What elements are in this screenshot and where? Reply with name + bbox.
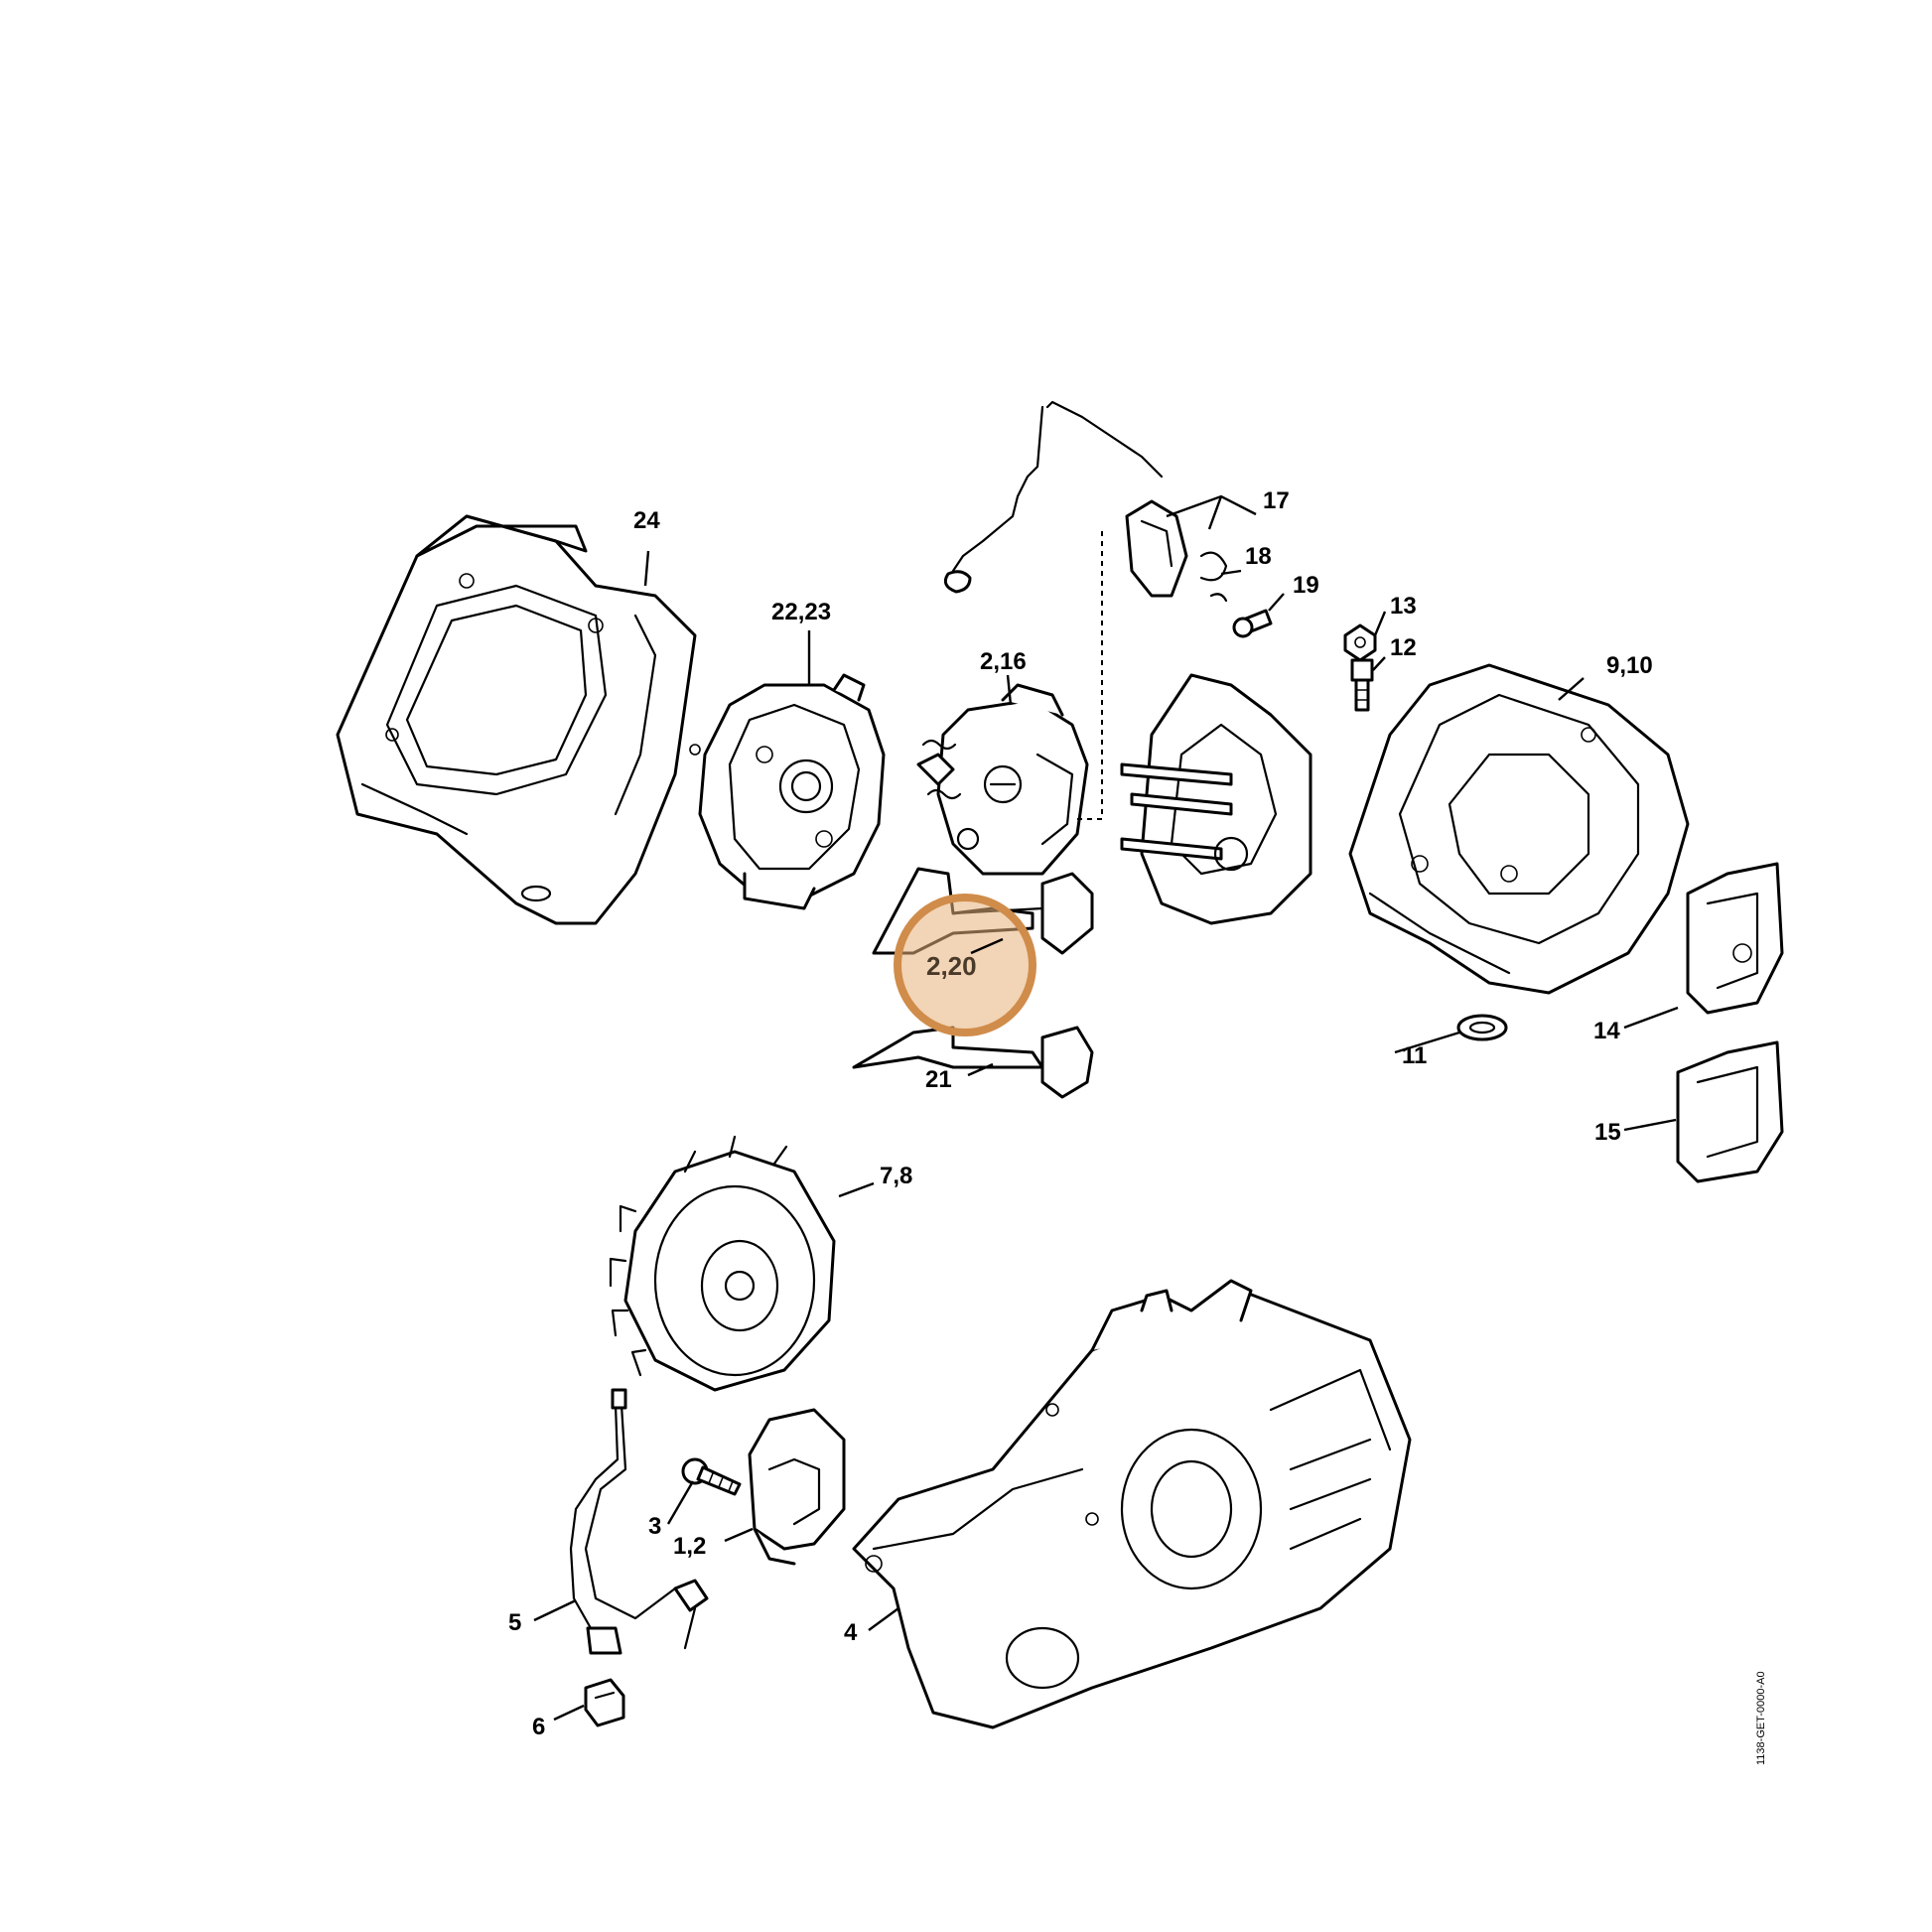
part-21-choke-shaft[interactable] [852,1026,1094,1099]
part-6-connector[interactable] [584,1678,625,1727]
alignment-dashed-line [1077,531,1103,820]
callout-4[interactable]: 4 [844,1619,858,1646]
part-7-8-flywheel[interactable] [609,1135,836,1392]
part-2-16-carburetor[interactable] [916,683,1089,876]
part-15-side-cover[interactable] [1676,1040,1784,1183]
callout-2-20-highlighted[interactable]: 2,20 [926,951,977,981]
callout-12[interactable]: 12 [1390,634,1417,661]
callout-15[interactable]: 15 [1594,1119,1621,1146]
callout-18[interactable]: 18 [1245,543,1272,570]
callout-3[interactable]: 3 [648,1513,661,1540]
callout-14[interactable]: 14 [1593,1018,1620,1044]
part-12-stud[interactable] [1350,658,1374,712]
callout-19[interactable]: 19 [1293,572,1319,599]
callout-5[interactable]: 5 [508,1609,521,1636]
part-14-side-cover[interactable] [1686,862,1784,1015]
document-id: 1138-GET-0000-A0 [1755,1671,1767,1765]
part-22-23-filter-base[interactable] [689,673,886,910]
highlight-ring-2-20 [894,894,1036,1036]
callout-labels: 24 22,23 2,16 17 18 19 13 12 9,10 2,20 2… [508,487,1653,1740]
callout-11[interactable]: 11 [1402,1042,1427,1069]
part-5-wire[interactable] [569,1388,709,1655]
leader-lines [533,494,1679,1722]
part-4-crankcase[interactable] [852,1279,1412,1729]
callout-17[interactable]: 17 [1263,487,1290,514]
callout-6[interactable]: 6 [532,1714,545,1740]
part-1-2-ignition-module[interactable] [748,1408,846,1566]
part-19-screw[interactable] [1232,609,1273,638]
callout-9-10[interactable]: 9,10 [1606,652,1653,679]
part-11-grommet[interactable] [1456,1014,1508,1041]
part-18-spring-clip[interactable] [1199,551,1228,603]
callout-2-16[interactable]: 2,16 [980,648,1027,675]
intake-manifold[interactable] [1120,673,1312,925]
callout-13[interactable]: 13 [1390,593,1417,620]
callout-21[interactable]: 21 [925,1066,952,1093]
callout-7-8[interactable]: 7,8 [880,1163,912,1189]
part-3-screw[interactable] [681,1457,742,1496]
callout-24[interactable]: 24 [633,507,660,534]
callout-1-2[interactable]: 1,2 [673,1533,706,1560]
part-17-throttle-cable[interactable] [943,400,1188,598]
callout-22-23[interactable]: 22,23 [771,599,831,625]
part-13-nut[interactable] [1343,623,1377,662]
part-24-shroud[interactable] [336,514,697,925]
part-9-10-tank-housing[interactable] [1348,663,1690,995]
